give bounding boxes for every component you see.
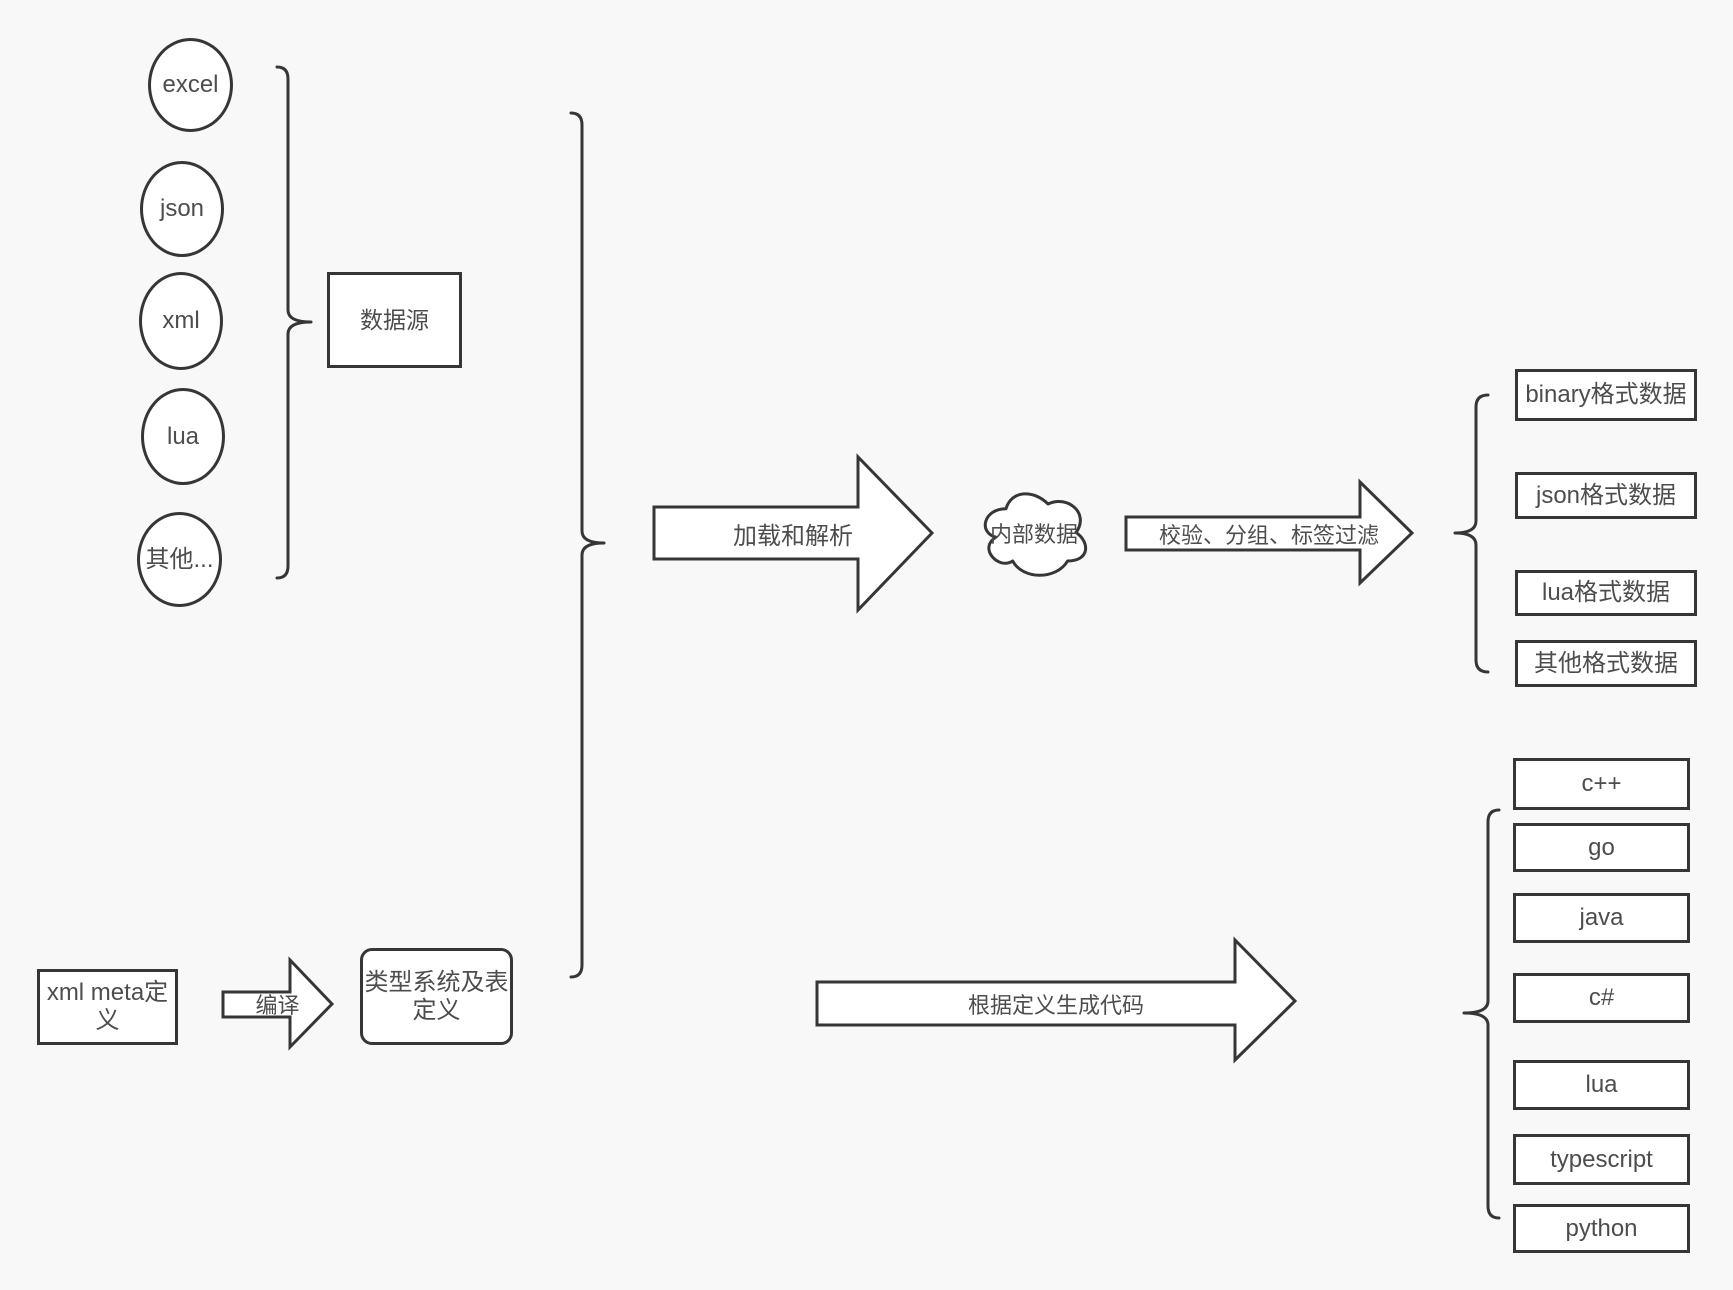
language-box-lua: lua: [1513, 1060, 1690, 1110]
left-section-brace: [569, 111, 606, 979]
language-label-python: python: [1565, 1214, 1638, 1242]
format-label-lua: lua格式数据: [1541, 579, 1671, 607]
source-ellipse-lua: lua: [141, 388, 225, 485]
language-box-python: python: [1513, 1204, 1690, 1253]
load-parse-arrow: [652, 453, 935, 614]
format-box-other: 其他格式数据: [1515, 640, 1697, 687]
source-ellipse-other: 其他...: [137, 512, 222, 607]
internal-data-cloud: [983, 492, 1087, 577]
codegen-arrow: [815, 936, 1298, 1064]
source-label-json: json: [159, 195, 205, 223]
source-ellipse-json: json: [140, 161, 224, 257]
formats-brace: [1453, 393, 1490, 674]
languages-brace: [1462, 808, 1501, 1220]
data-source-group-label: 数据源: [360, 306, 429, 333]
source-label-xml: xml: [162, 307, 200, 335]
xml-meta-definition-box: xml meta定义: [37, 969, 178, 1045]
source-ellipse-xml: xml: [139, 272, 223, 370]
source-label-excel: excel: [162, 71, 219, 99]
language-label-typescript: typescript: [1550, 1145, 1653, 1173]
data-source-group-box: 数据源: [327, 272, 462, 368]
language-box-java: java: [1513, 893, 1690, 943]
source-label-other: 其他...: [145, 545, 214, 573]
format-label-json: json格式数据: [1535, 481, 1677, 509]
format-label-binary: binary格式数据: [1525, 381, 1687, 409]
format-box-json: json格式数据: [1515, 472, 1697, 519]
language-box-typescript: typescript: [1513, 1134, 1690, 1185]
language-label-cpp: c++: [1581, 770, 1622, 798]
language-label-java: java: [1579, 904, 1624, 932]
xml-meta-definition-label: xml meta定义: [46, 979, 169, 1034]
language-box-csharp: c#: [1513, 973, 1690, 1023]
internal-data-cloud-label: 内部数据: [989, 521, 1078, 547]
language-label-lua: lua: [1585, 1071, 1618, 1099]
type-system-label: 类型系统及表定义: [364, 968, 509, 1024]
filter-arrow: [1124, 478, 1415, 587]
format-box-binary: binary格式数据: [1515, 369, 1697, 421]
source-label-lua: lua: [166, 422, 200, 450]
language-box-cpp: c++: [1513, 758, 1690, 810]
format-box-lua: lua格式数据: [1515, 570, 1697, 616]
sources-brace: [275, 65, 313, 580]
language-box-go: go: [1513, 823, 1690, 872]
format-label-other: 其他格式数据: [1534, 649, 1678, 677]
compile-arrow: [221, 956, 335, 1051]
source-ellipse-excel: excel: [148, 38, 233, 132]
type-system-box: 类型系统及表定义: [360, 948, 513, 1045]
language-label-go: go: [1588, 833, 1615, 861]
language-label-csharp: c#: [1588, 984, 1615, 1012]
